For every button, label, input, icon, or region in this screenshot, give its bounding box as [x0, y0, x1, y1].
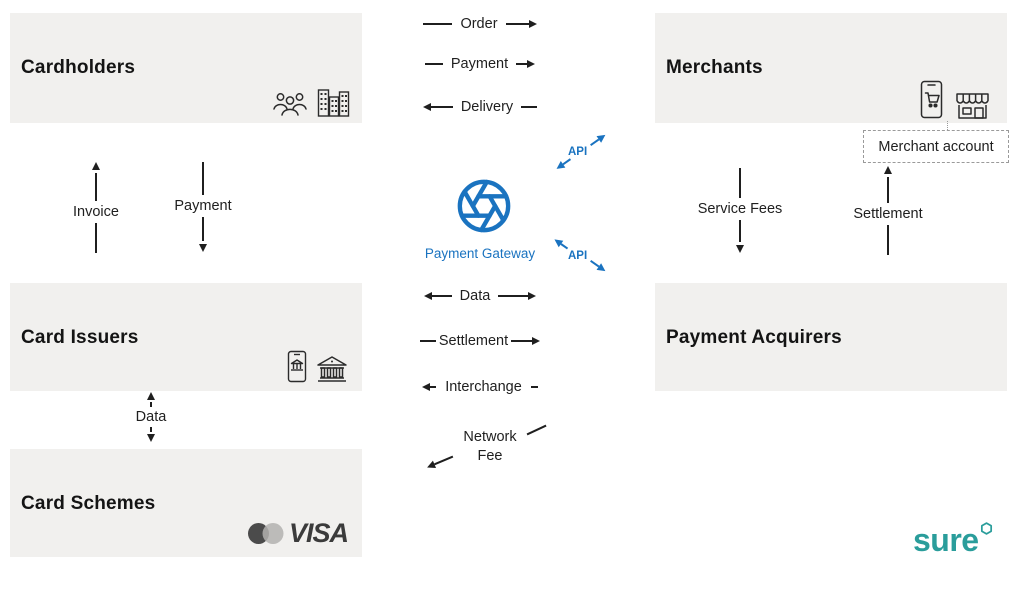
- phone-cart-icon: [920, 80, 943, 119]
- invoice-label: Invoice: [73, 204, 119, 220]
- mastercard-logo: [247, 523, 284, 544]
- payment-line: [424, 63, 443, 65]
- card-issuers-box: Card Issuers: [10, 283, 362, 391]
- data-left-arrow-down-icon: [147, 434, 155, 442]
- service-fees-label: Service Fees: [697, 201, 783, 217]
- service-fees-line-top: [739, 168, 741, 198]
- flow-settlement-right: Settlement: [838, 166, 938, 255]
- merchant-account-label: Merchant account: [878, 138, 994, 155]
- card-schemes-box: Card Schemes VISA: [10, 449, 362, 557]
- cardholders-box: Cardholders: [10, 13, 362, 123]
- flow-order: Order: [402, 15, 558, 33]
- payment-arrow-right-icon: [516, 60, 536, 68]
- data-left-label: Data: [135, 409, 167, 425]
- settlement-right-arrow-up-icon: [884, 166, 892, 174]
- delivery-label: Delivery: [460, 99, 514, 115]
- flow-payment-top: Payment: [402, 55, 558, 73]
- settlement-right-line-top: [887, 177, 889, 203]
- interchange-dash: [530, 386, 538, 388]
- api-top-arrow-down-left-icon: [554, 156, 573, 173]
- payment-top-label: Payment: [450, 56, 509, 72]
- interchange-arrow-left-icon: [422, 383, 437, 391]
- api-top-arrow-up-right-icon: [588, 131, 608, 149]
- payment-acquirers-box: Payment Acquirers: [655, 283, 1007, 391]
- hexagon-icon: [980, 522, 992, 535]
- merchants-box: Merchants: [655, 13, 1007, 123]
- flow-data-center: Data: [402, 287, 558, 305]
- service-fees-arrow-down-icon: [736, 245, 744, 253]
- delivery-line: [521, 106, 538, 108]
- flow-invoice: Invoice: [56, 162, 136, 253]
- order-line: [423, 23, 453, 25]
- network-fee-label: Network Fee: [440, 428, 540, 466]
- flow-data-left: Data: [111, 392, 191, 442]
- api-bottom-label: API: [568, 250, 588, 262]
- aperture-icon: [457, 179, 511, 233]
- data-left-line-bottom: [150, 427, 152, 432]
- data-left-arrow-up-icon: [147, 392, 155, 400]
- flow-settlement-center: Settlement: [402, 332, 558, 350]
- storefront-icon: [956, 93, 989, 119]
- payment-acquirers-title: Payment Acquirers: [666, 327, 842, 348]
- flow-payment-left: Payment: [163, 162, 243, 252]
- payment-left-line-bottom: [202, 217, 204, 241]
- network-fee-line1: Network: [463, 429, 517, 445]
- merchants-icons: [920, 80, 993, 119]
- merchants-title: Merchants: [666, 57, 763, 78]
- invoice-line-bottom: [95, 223, 97, 253]
- network-fee-line2: Fee: [477, 448, 503, 464]
- cardholders-icons: [272, 86, 350, 117]
- people-group-icon: [273, 93, 307, 116]
- delivery-arrow-left-icon: [422, 103, 453, 111]
- order-arrow-right-icon: [505, 20, 537, 28]
- bank-icon: [317, 356, 347, 382]
- card-issuers-icons: [287, 350, 348, 383]
- flow-service-fees: Service Fees: [690, 168, 790, 253]
- sure-logo-text: sure: [913, 522, 979, 558]
- settlement-right-label: Settlement: [853, 206, 923, 222]
- data-left-line-top: [150, 402, 152, 407]
- sure-logo: sure: [913, 522, 993, 558]
- order-label: Order: [460, 16, 498, 32]
- settlement-center-label: Settlement: [438, 333, 509, 349]
- payment-left-line-top: [202, 162, 204, 195]
- invoice-arrow-up-icon: [92, 162, 100, 170]
- invoice-line-top: [95, 173, 97, 201]
- payment-left-label: Payment: [174, 198, 232, 214]
- visa-logo: VISA: [288, 518, 349, 548]
- merchant-account-box: Merchant account: [863, 130, 1009, 163]
- api-top-label: API: [568, 146, 588, 158]
- card-schemes-icons: VISA: [247, 518, 349, 548]
- merchant-account-connector: [947, 121, 948, 130]
- city-buildings-icon: [317, 89, 350, 117]
- data-arrow-right-icon: [498, 292, 537, 300]
- settlement-line: [419, 340, 436, 342]
- service-fees-line-bottom: [739, 220, 741, 242]
- data-arrow-left-icon: [423, 292, 452, 300]
- api-bottom-arrow-down-right-icon: [588, 258, 608, 275]
- settlement-arrow-right-icon: [511, 337, 541, 345]
- card-schemes-title: Card Schemes: [21, 493, 156, 514]
- card-issuers-title: Card Issuers: [21, 327, 139, 348]
- interchange-label: Interchange: [445, 379, 522, 395]
- phone-bank-icon: [287, 350, 307, 383]
- cardholders-title: Cardholders: [21, 57, 136, 78]
- payment-left-arrow-down-icon: [199, 244, 207, 252]
- data-center-label: Data: [459, 288, 491, 304]
- flow-interchange: Interchange: [402, 378, 558, 396]
- settlement-right-line-bottom: [887, 225, 889, 255]
- payment-gateway-label: Payment Gateway: [424, 246, 536, 261]
- flow-delivery: Delivery: [402, 98, 558, 116]
